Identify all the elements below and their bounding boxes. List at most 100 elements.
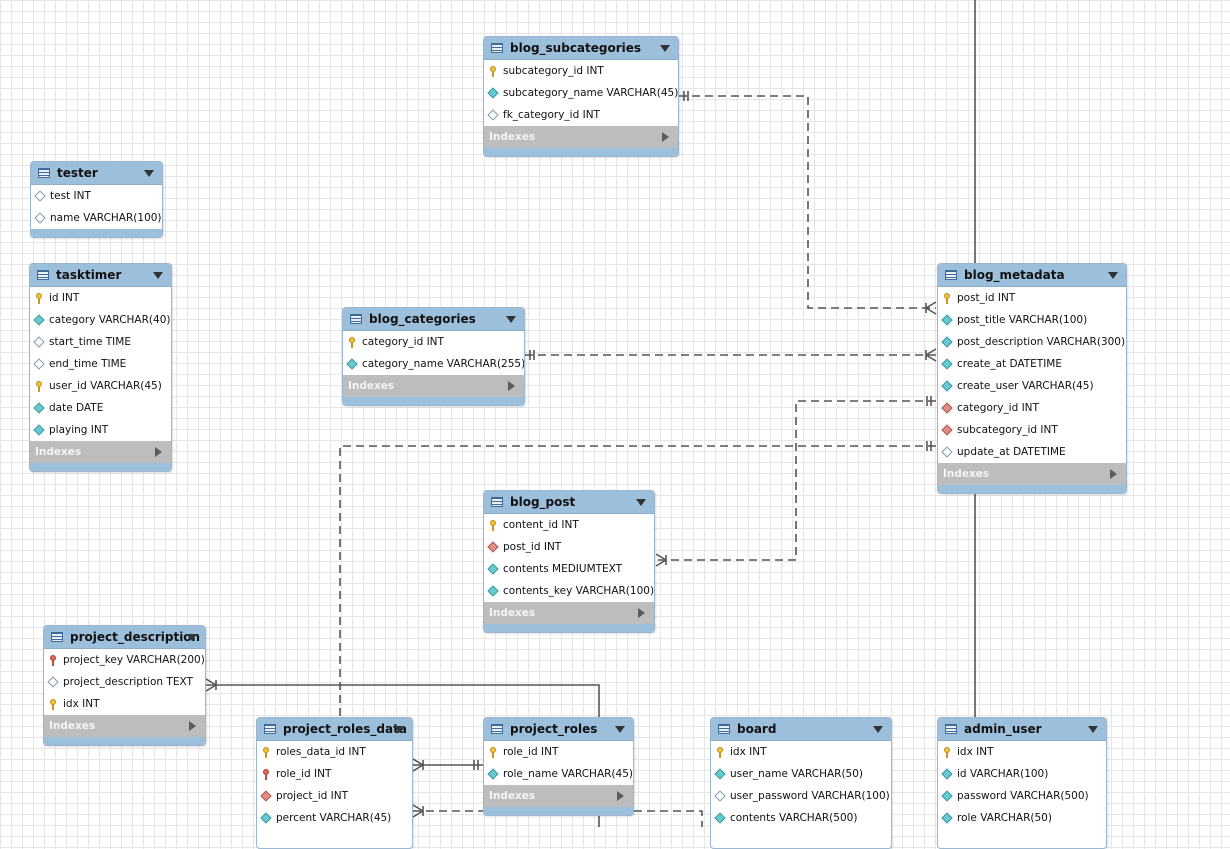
table-blog-categories[interactable]: blog_categories category_id INT category… [342,307,525,406]
column-row[interactable]: subcategory_id INT [938,419,1126,441]
expand-arrow-icon[interactable] [508,381,515,391]
collapse-triangle-icon[interactable] [615,726,625,733]
collapse-triangle-icon[interactable] [153,272,163,279]
collapse-triangle-icon[interactable] [187,634,197,641]
table-header[interactable]: tasktimer [30,264,171,287]
column-row[interactable]: role_name VARCHAR(45) [484,763,633,785]
expand-arrow-icon[interactable] [155,447,162,457]
table-icon [491,497,503,507]
collapse-triangle-icon[interactable] [1088,726,1098,733]
table-blog-metadata[interactable]: blog_metadata post_id INT post_title VAR… [937,263,1127,494]
table-header[interactable]: blog_categories [343,308,524,331]
collapse-triangle-icon[interactable] [144,170,154,177]
column-row[interactable]: post_id INT [484,536,654,558]
column-row[interactable]: category VARCHAR(40) [30,309,171,331]
column-row[interactable]: id INT [30,287,171,309]
column-row[interactable]: start_time TIME [30,331,171,353]
column-row[interactable]: role_id INT [257,763,412,785]
column-label: category_id INT [957,402,1039,414]
column-row[interactable]: id VARCHAR(100) [938,763,1106,785]
column-row[interactable]: percent VARCHAR(45) [257,807,412,829]
column-row[interactable]: post_id INT [938,287,1126,309]
indexes-bar[interactable]: Indexes [938,463,1126,485]
column-row[interactable]: post_description VARCHAR(300) [938,331,1126,353]
column-row[interactable]: date DATE [30,397,171,419]
expand-arrow-icon[interactable] [638,608,645,618]
indexes-bar[interactable]: Indexes [484,785,633,807]
column-row[interactable]: idx INT [44,693,205,715]
indexes-bar[interactable]: Indexes [30,441,171,463]
column-row[interactable]: subcategory_id INT [484,60,678,82]
collapse-triangle-icon[interactable] [660,45,670,52]
table-blog-subcategories[interactable]: blog_subcategories subcategory_id INT su… [483,36,679,157]
table-header[interactable]: blog_metadata [938,264,1126,287]
table-header[interactable]: tester [31,162,162,185]
column-label: test INT [50,190,91,202]
indexes-bar[interactable]: Indexes [343,375,524,397]
indexes-bar[interactable]: Indexes [484,602,654,624]
column-row[interactable]: playing INT [30,419,171,441]
table-header[interactable]: project_description [44,626,205,649]
column-row[interactable]: contents_key VARCHAR(100) [484,580,654,602]
indexes-label: Indexes [489,607,536,619]
column-row[interactable]: user_id VARCHAR(45) [30,375,171,397]
collapse-triangle-icon[interactable] [506,316,516,323]
collapse-triangle-icon[interactable] [394,726,404,733]
column-row[interactable]: contents MEDIUMTEXT [484,558,654,580]
column-row[interactable]: project_description TEXT [44,671,205,693]
expand-arrow-icon[interactable] [189,721,196,731]
column-row[interactable]: idx INT [711,741,891,763]
column-row[interactable]: category_name VARCHAR(255) [343,353,524,375]
column-row[interactable]: user_password VARCHAR(100) [711,785,891,807]
column-row[interactable]: password VARCHAR(500) [938,785,1106,807]
expand-arrow-icon[interactable] [662,132,669,142]
column-row[interactable]: role VARCHAR(50) [938,807,1106,829]
table-tester[interactable]: tester test INT name VARCHAR(100) [30,161,163,238]
indexes-bar[interactable]: Indexes [484,126,678,148]
column-label: update_at DATETIME [957,446,1066,458]
table-project-description[interactable]: project_description project_key VARCHAR(… [43,625,206,746]
column-row[interactable]: user_name VARCHAR(50) [711,763,891,785]
table-board[interactable]: board idx INT user_name VARCHAR(50) user… [710,717,892,849]
column-row[interactable]: update_at DATETIME [938,441,1126,463]
column-row[interactable]: category_id INT [938,397,1126,419]
table-blog-post[interactable]: blog_post content_id INT post_id INT con… [483,490,655,633]
table-header[interactable]: project_roles_data [257,718,412,741]
table-header[interactable]: blog_post [484,491,654,514]
table-header[interactable]: blog_subcategories [484,37,678,60]
column-row[interactable]: project_key VARCHAR(200) [44,649,205,671]
column-row[interactable]: end_time TIME [30,353,171,375]
column-row[interactable]: idx INT [938,741,1106,763]
table-header[interactable]: project_roles [484,718,633,741]
column-label: role VARCHAR(50) [957,812,1052,824]
table-header[interactable]: board [711,718,891,741]
column-label: post_id INT [957,292,1016,304]
column-row[interactable]: post_title VARCHAR(100) [938,309,1126,331]
column-row[interactable]: subcategory_name VARCHAR(45) [484,82,678,104]
column-row[interactable]: test INT [31,185,162,207]
column-row[interactable]: contents VARCHAR(500) [711,807,891,829]
table-icon [51,632,63,642]
column-row[interactable]: create_user VARCHAR(45) [938,375,1126,397]
table-admin-user[interactable]: admin_user idx INT id VARCHAR(100) passw… [937,717,1107,849]
collapse-triangle-icon[interactable] [1108,272,1118,279]
collapse-triangle-icon[interactable] [873,726,883,733]
column-row[interactable]: project_id INT [257,785,412,807]
expand-arrow-icon[interactable] [617,791,624,801]
table-tasktimer[interactable]: tasktimer id INT category VARCHAR(40) st… [29,263,172,472]
column-row[interactable]: create_at DATETIME [938,353,1126,375]
column-row[interactable]: category_id INT [343,331,524,353]
collapse-triangle-icon[interactable] [636,499,646,506]
table-project-roles-data[interactable]: project_roles_data roles_data_id INT rol… [256,717,413,849]
expand-arrow-icon[interactable] [1110,469,1117,479]
column-row[interactable]: role_id INT [484,741,633,763]
indexes-bar[interactable]: Indexes [44,715,205,737]
column-row[interactable]: roles_data_id INT [257,741,412,763]
table-header[interactable]: admin_user [938,718,1106,741]
primary-key-icon [347,336,357,348]
column-label: subcategory_id INT [957,424,1058,436]
table-project-roles[interactable]: project_roles role_id INT role_name VARC… [483,717,634,816]
column-row[interactable]: fk_category_id INT [484,104,678,126]
column-row[interactable]: content_id INT [484,514,654,536]
column-row[interactable]: name VARCHAR(100) [31,207,162,229]
